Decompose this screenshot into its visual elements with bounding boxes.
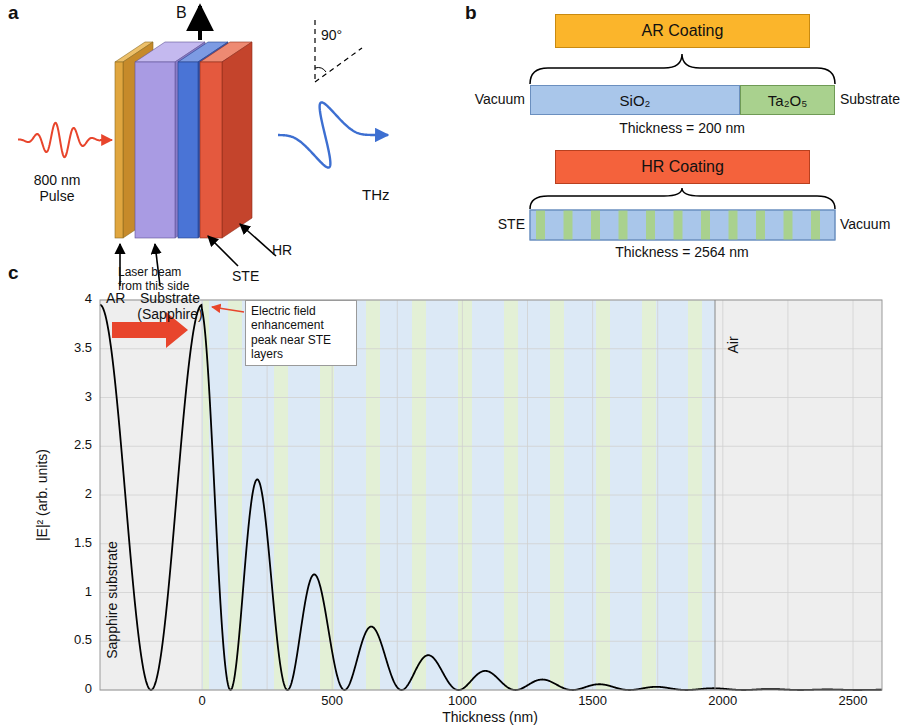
part-label: c bbox=[8, 262, 28, 284]
axis-tick: 2 bbox=[40, 487, 92, 502]
axis-tick: 0 bbox=[172, 694, 232, 709]
hr-slab-side bbox=[222, 42, 252, 238]
plot-ground bbox=[100, 300, 882, 690]
laser-pulse bbox=[18, 123, 101, 157]
region-band: Sapphire substrate bbox=[100, 300, 202, 690]
grid-line bbox=[100, 397, 882, 398]
plot-frame bbox=[100, 300, 882, 690]
axis-tick: 2500 bbox=[823, 694, 883, 709]
box-label: SiO₂ bbox=[620, 92, 651, 109]
axis-title: Thickness (nm) bbox=[390, 709, 590, 725]
ta2o5-stripe bbox=[564, 210, 573, 240]
ar-slab bbox=[115, 62, 123, 238]
hr-stack-stripes bbox=[536, 210, 820, 240]
grid-lines bbox=[100, 300, 882, 690]
substrate-slab bbox=[135, 62, 175, 238]
ta2o5-stripe bbox=[729, 210, 738, 240]
axis-tick: 0.5 bbox=[40, 633, 92, 648]
axis-tick: 2000 bbox=[693, 694, 753, 709]
polarization-reference bbox=[314, 20, 315, 82]
part-label: a bbox=[8, 2, 28, 24]
brace bbox=[530, 54, 835, 84]
region-label: Sapphire substrate bbox=[103, 515, 121, 685]
part-label: Substrate (Sapphire) bbox=[128, 290, 212, 322]
ta2o5-stripe bbox=[536, 210, 545, 240]
grid-line bbox=[100, 348, 882, 349]
axis-tick: 0 bbox=[40, 682, 92, 697]
part-label: b bbox=[465, 2, 485, 24]
part-label: Vacuum bbox=[840, 216, 910, 232]
pulse-arrow bbox=[100, 139, 112, 141]
part-label: 800 nm Pulse bbox=[24, 172, 90, 204]
hr-slab bbox=[200, 62, 222, 238]
axis-tick: 1.5 bbox=[40, 536, 92, 551]
part-label: STE bbox=[455, 216, 525, 232]
polarization-reference bbox=[315, 48, 362, 82]
axis-tick: 1500 bbox=[563, 694, 623, 709]
brace bbox=[530, 188, 835, 209]
leader-arrow bbox=[208, 236, 238, 266]
grid-line bbox=[100, 641, 882, 642]
part-label: Thickness = 200 nm bbox=[582, 120, 782, 136]
axis-title: |E|² (arb. units) bbox=[33, 395, 51, 595]
axis-tick: 1 bbox=[40, 585, 92, 600]
axis-tick: 3.5 bbox=[40, 341, 92, 356]
axis-tick: 1000 bbox=[432, 694, 492, 709]
axis-tick: 3 bbox=[40, 390, 92, 405]
grid-line bbox=[100, 446, 882, 447]
ta2o5-stripe bbox=[619, 210, 628, 240]
part-label: Thickness = 2564 nm bbox=[582, 244, 782, 260]
grid-line bbox=[100, 592, 882, 593]
callout-leader bbox=[212, 307, 244, 312]
hr-stack-outline bbox=[530, 210, 835, 240]
leader-arrow bbox=[240, 224, 276, 256]
coating-box: HR Coating bbox=[555, 150, 810, 184]
grid-line bbox=[100, 495, 882, 496]
axis-tick: 2.5 bbox=[40, 438, 92, 453]
part-label: THz bbox=[362, 186, 402, 203]
part-label: Laser beam from this side bbox=[118, 266, 204, 294]
ta2o5-stripe bbox=[646, 210, 655, 240]
pulse-group bbox=[18, 123, 112, 157]
box-label: Ta₂O₅ bbox=[768, 92, 807, 109]
field-curve bbox=[100, 305, 882, 690]
ta2o5-stripe bbox=[591, 210, 600, 240]
thz-waveform bbox=[278, 102, 388, 167]
air-boundary bbox=[715, 300, 716, 690]
thz-group bbox=[278, 20, 388, 168]
ta2o5-stripe bbox=[674, 210, 683, 240]
ta2o5-stripe bbox=[784, 210, 793, 240]
box-label: Electric field enhancement peak near STE… bbox=[251, 304, 351, 362]
axis-tick: 4 bbox=[40, 292, 92, 307]
coating-box: AR Coating bbox=[555, 14, 810, 48]
part-label: STE bbox=[232, 268, 268, 284]
magnetic-field-arrow bbox=[198, 6, 202, 40]
part-label: HR bbox=[272, 242, 302, 258]
region-band: Air bbox=[715, 300, 882, 690]
axis-tick: 500 bbox=[302, 694, 362, 709]
box-label: AR Coating bbox=[642, 22, 724, 40]
layer-stack bbox=[115, 42, 252, 238]
ste-slab bbox=[178, 62, 198, 238]
hr-stack-bar bbox=[530, 210, 835, 240]
part-label: B bbox=[176, 4, 196, 22]
part-label: Substrate bbox=[840, 91, 910, 107]
ta2o5-stripe bbox=[811, 210, 820, 240]
callout-box: Electric field enhancement peak near STE… bbox=[245, 300, 357, 366]
angle-mark bbox=[315, 68, 326, 73]
part-label: Vacuum bbox=[455, 91, 525, 107]
region-label: Air bbox=[724, 315, 742, 375]
layer-box: Ta₂O₅ bbox=[740, 85, 835, 115]
part-label: 90° bbox=[321, 27, 355, 43]
ta2o5-stripe bbox=[701, 210, 710, 240]
box-label: HR Coating bbox=[641, 158, 724, 176]
layer-box: SiO₂ bbox=[530, 85, 740, 115]
ta2o5-stripe bbox=[756, 210, 765, 240]
